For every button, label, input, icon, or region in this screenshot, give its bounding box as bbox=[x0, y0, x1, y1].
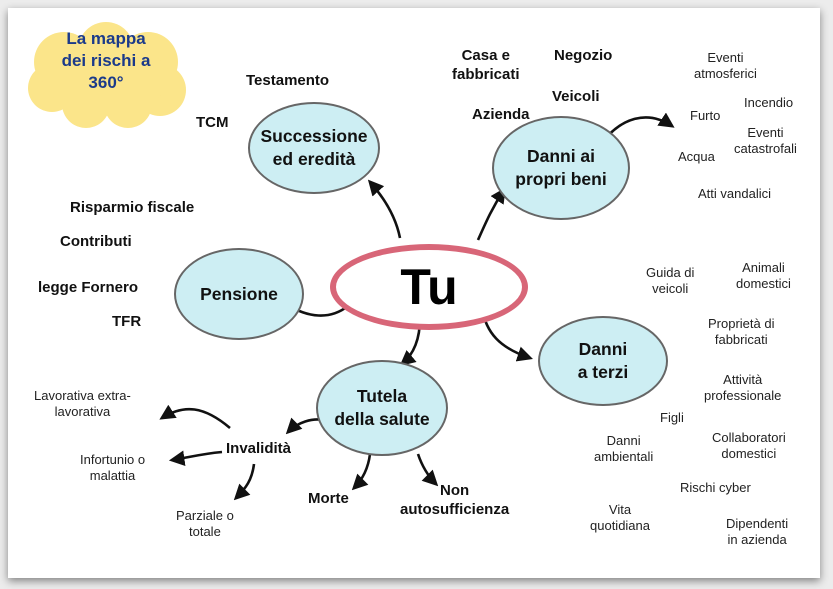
item-tcm: TCM bbox=[196, 114, 229, 131]
terzi-figli: Figli bbox=[660, 410, 684, 425]
arrow-invalidita-to-parziale bbox=[233, 463, 256, 501]
mind-map-card: La mappa dei rischi a 360° Tu Succession… bbox=[8, 8, 820, 578]
badge-text: La mappa dei rischi a 360° bbox=[61, 29, 151, 93]
item-risparmio-fiscale: Risparmio fiscale bbox=[70, 199, 195, 216]
item-invalidita: Invalidità bbox=[226, 440, 292, 457]
terzi-proprieta-fabbricati: Proprietà di fabbricati bbox=[708, 316, 775, 348]
terzi-collaboratori-domestici: Collaboratori domestici bbox=[712, 430, 786, 462]
item-negozio: Negozio bbox=[554, 47, 613, 64]
arrow-invalidita-to-infortunio bbox=[168, 450, 223, 466]
subitem-eventi-atmosferici: Eventi atmosferici bbox=[694, 50, 757, 82]
terzi-guida-veicoli: Guida di veicoli bbox=[646, 265, 695, 297]
node-pensione: Pensione bbox=[174, 248, 304, 340]
terzi-danni-ambientali: Danni ambientali bbox=[594, 433, 654, 465]
terzi-rischi-cyber: Rischi cyber bbox=[680, 480, 751, 495]
arrow-invalidita-to-lavorativa bbox=[159, 404, 231, 429]
center-label: Tu bbox=[400, 259, 458, 315]
node-successione: Successione ed eredità bbox=[248, 102, 380, 194]
arrow-salute-to-morte bbox=[351, 453, 372, 491]
item-azienda: Azienda bbox=[472, 106, 530, 123]
arrow-to-danni-beni bbox=[476, 187, 506, 241]
badge-cloud bbox=[28, 22, 186, 128]
item-non-autosufficienza: Non autosufficienza bbox=[400, 482, 510, 518]
subitem-acqua: Acqua bbox=[678, 149, 715, 164]
terzi-animali-domestici: Animali domestici bbox=[736, 260, 791, 292]
item-veicoli: Veicoli bbox=[552, 88, 600, 105]
terzi-dipendenti-azienda: Dipendenti in azienda bbox=[726, 516, 789, 548]
item-morte: Morte bbox=[308, 490, 349, 507]
terzi-vita-quotidiana: Vita quotidiana bbox=[590, 502, 650, 534]
subitem-parziale: Parziale o totale bbox=[176, 508, 234, 540]
item-contributi: Contributi bbox=[60, 233, 132, 250]
node-salute: Tutela della salute bbox=[316, 360, 448, 456]
subitem-eventi-catastrofali: Eventi catastrofali bbox=[734, 125, 797, 157]
subitem-lavorativa: Lavorativa extra- lavorativa bbox=[34, 388, 131, 420]
arrow-salute-to-non-auto bbox=[416, 453, 439, 487]
item-legge-fornero: legge Fornero bbox=[38, 279, 139, 296]
item-tfr: TFR bbox=[112, 313, 142, 330]
terzi-attivita-professionale: Attività professionale bbox=[704, 372, 782, 404]
center-node: Tu bbox=[330, 244, 528, 330]
node-danni-beni: Danni ai propri beni bbox=[492, 116, 630, 220]
node-terzi: Danni a terzi bbox=[538, 316, 668, 406]
subitem-incendio: Incendio bbox=[744, 95, 794, 110]
arrow-to-successione bbox=[367, 179, 402, 239]
subitem-infortunio: Infortunio o malattia bbox=[80, 452, 146, 484]
subitem-furto: Furto bbox=[690, 108, 721, 123]
item-testamento: Testamento bbox=[246, 72, 330, 89]
item-casa-fabbricati: Casa e fabbricati bbox=[452, 47, 520, 83]
subitem-atti-vandalici: Atti vandalici bbox=[698, 186, 771, 201]
